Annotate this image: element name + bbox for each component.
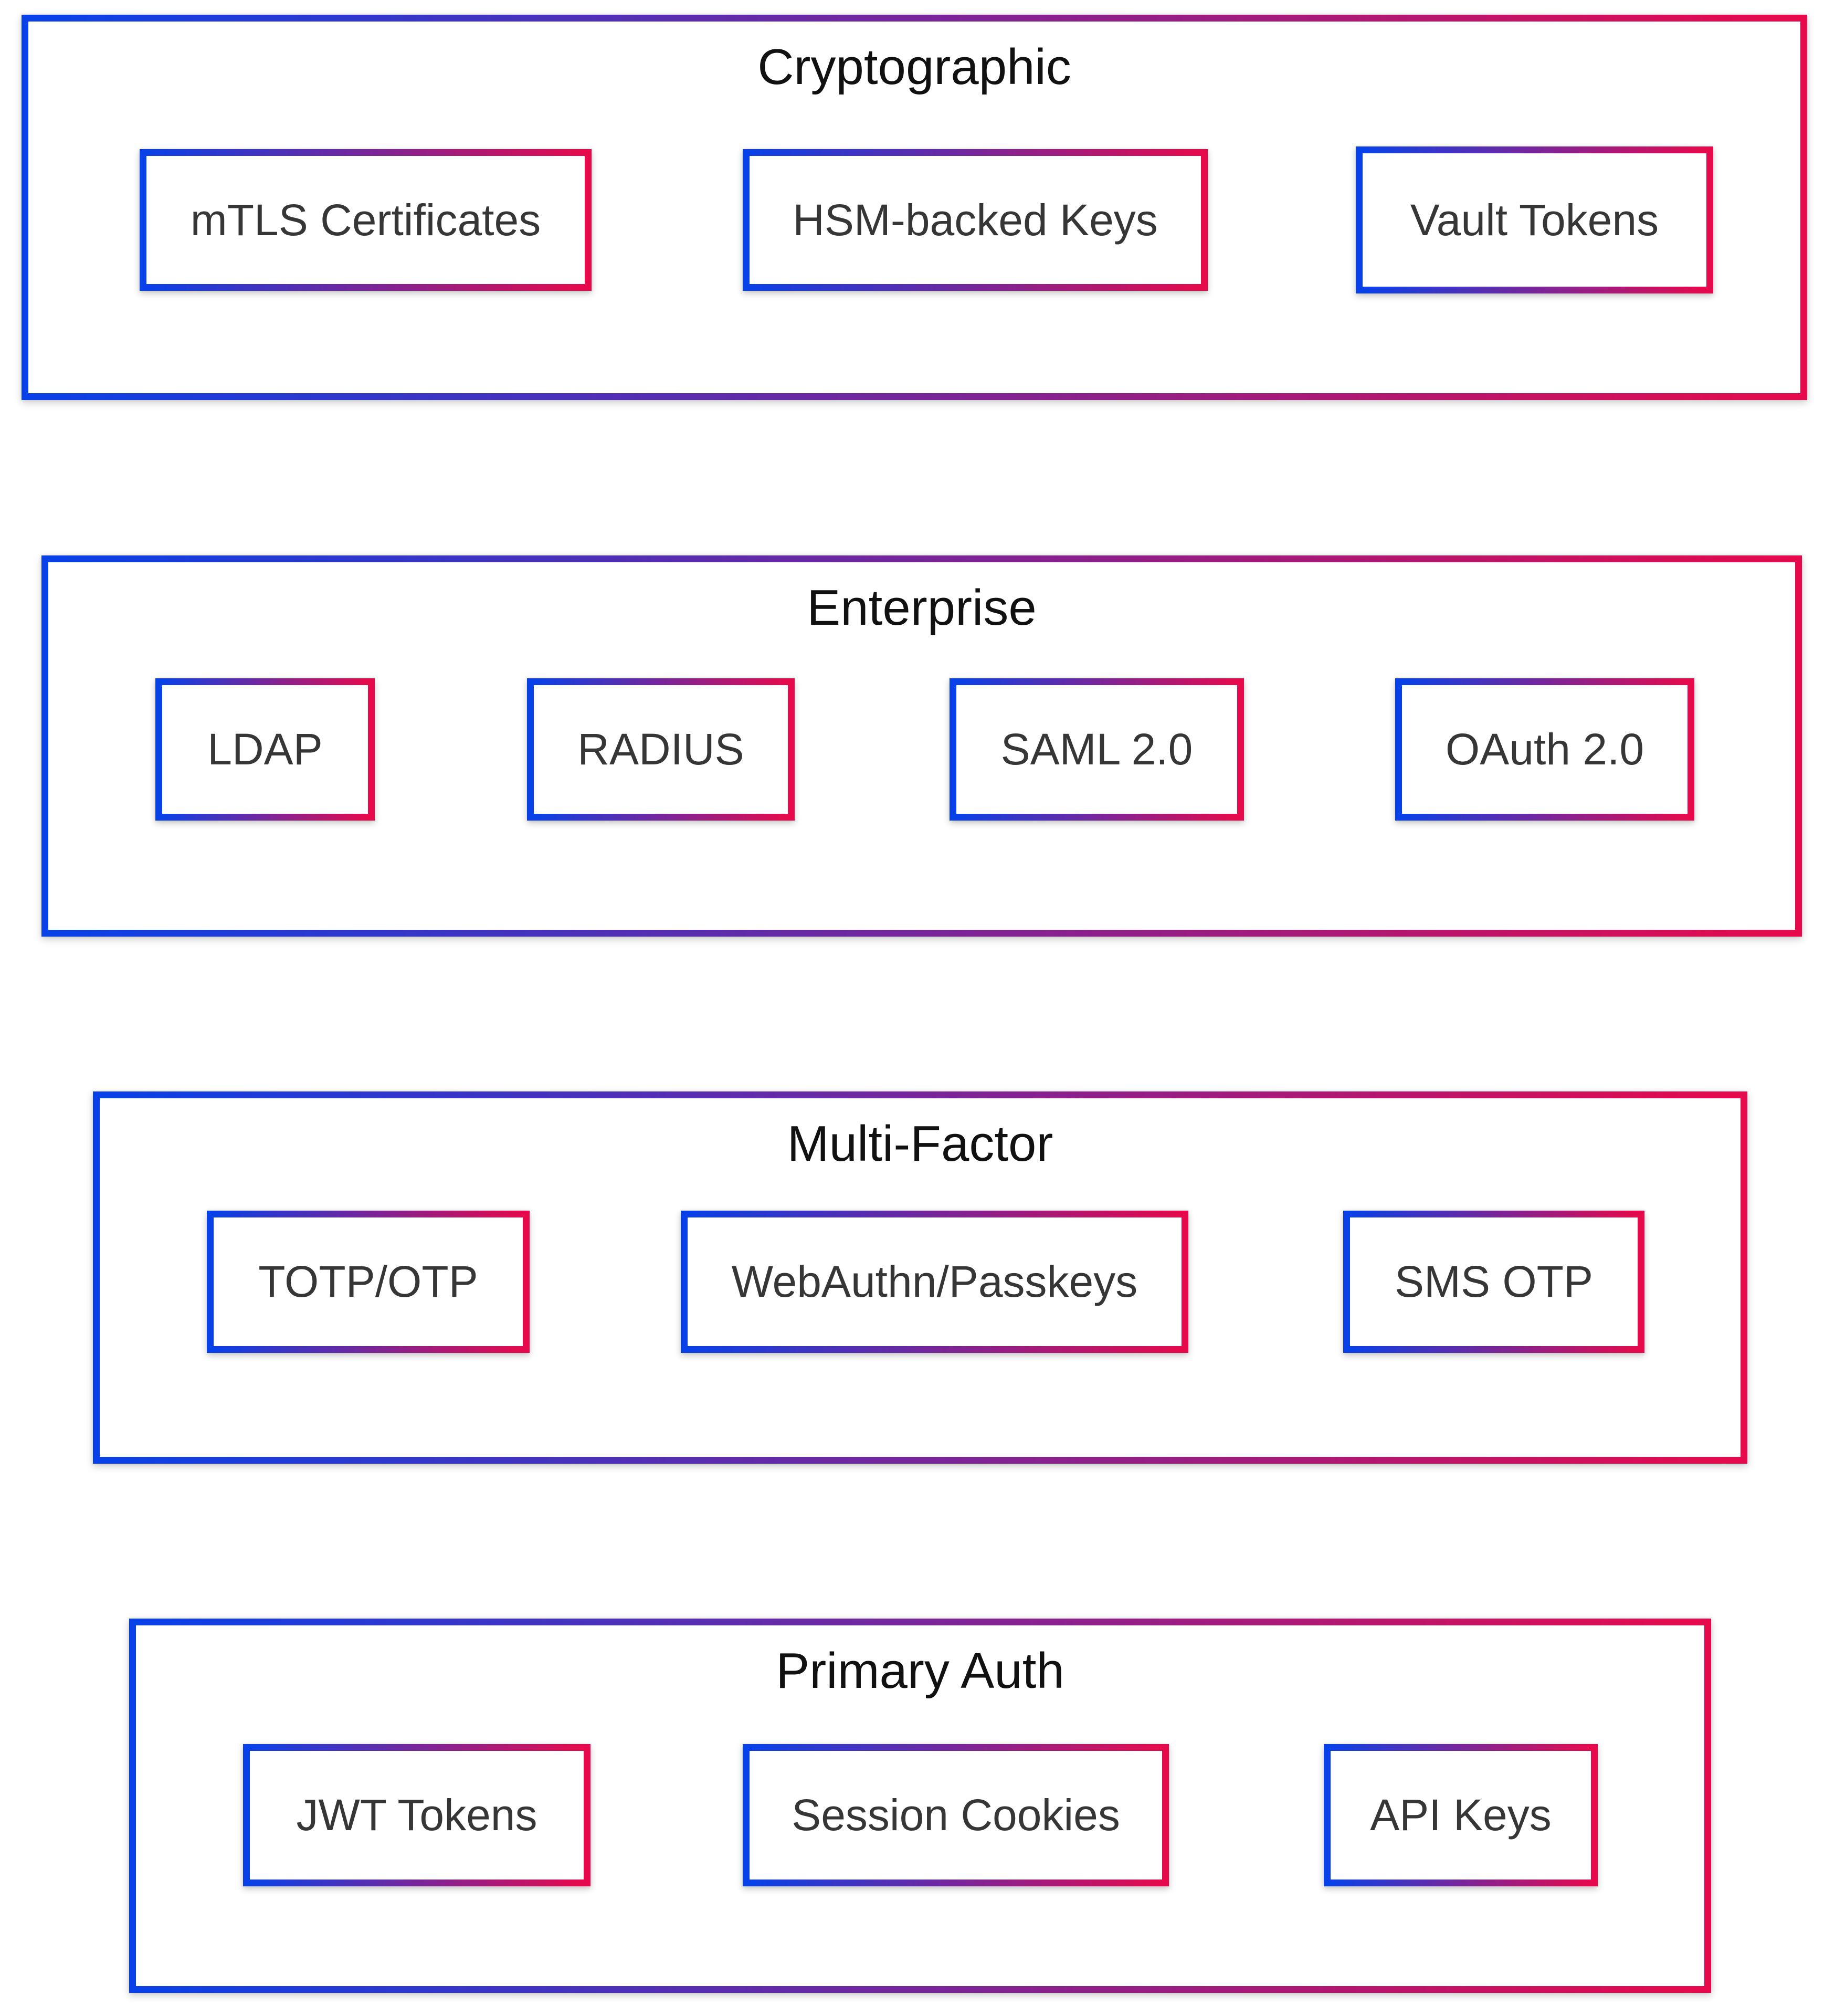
- node-webauthn-passkeys-label: WebAuthn/Passkeys: [731, 1257, 1138, 1307]
- node-sms-otp: SMS OTP: [1343, 1211, 1644, 1353]
- node-hsm-backed-keys: HSM-backed Keys: [743, 149, 1208, 291]
- layer-primary-auth: Primary Auth JWT Tokens Session Cookies …: [129, 1619, 1711, 1993]
- node-api-keys-label: API Keys: [1370, 1790, 1552, 1840]
- node-session-cookies-label: Session Cookies: [792, 1790, 1120, 1840]
- layer-multi-factor-title: Multi-Factor: [787, 1116, 1053, 1172]
- node-session-cookies: Session Cookies: [743, 1744, 1169, 1886]
- node-hsm-backed-keys-label: HSM-backed Keys: [793, 195, 1158, 245]
- layer-enterprise-title: Enterprise: [807, 580, 1037, 636]
- node-sms-otp-label: SMS OTP: [1394, 1257, 1594, 1307]
- node-radius-label: RADIUS: [577, 724, 744, 774]
- layer-cryptographic: Cryptographic mTLS Certificates HSM-back…: [22, 15, 1807, 400]
- node-totp-otp-label: TOTP/OTP: [258, 1257, 478, 1307]
- node-saml-2-0-label: SAML 2.0: [1000, 724, 1193, 774]
- layer-multi-factor: Multi-Factor TOTP/OTP WebAuthn/Passkeys …: [93, 1091, 1747, 1464]
- node-mtls-certificates-label: mTLS Certificates: [190, 195, 541, 245]
- node-ldap-label: LDAP: [207, 724, 323, 774]
- layer-cryptographic-title: Cryptographic: [757, 39, 1071, 95]
- node-vault-tokens: Vault Tokens: [1356, 146, 1713, 293]
- node-oauth-2-0: OAuth 2.0: [1395, 678, 1694, 821]
- node-totp-otp: TOTP/OTP: [207, 1211, 530, 1353]
- node-api-keys: API Keys: [1324, 1744, 1598, 1886]
- node-jwt-tokens: JWT Tokens: [243, 1744, 590, 1886]
- node-mtls-certificates: mTLS Certificates: [140, 149, 592, 291]
- node-radius: RADIUS: [527, 678, 795, 821]
- node-oauth-2-0-label: OAuth 2.0: [1445, 724, 1644, 774]
- node-saml-2-0: SAML 2.0: [950, 678, 1244, 821]
- layer-primary-auth-title: Primary Auth: [776, 1643, 1064, 1699]
- layer-enterprise: Enterprise LDAP RADIUS SAML 2.0 OAuth 2.…: [41, 555, 1802, 937]
- node-ldap: LDAP: [155, 678, 375, 821]
- node-webauthn-passkeys: WebAuthn/Passkeys: [681, 1211, 1188, 1353]
- node-jwt-tokens-label: JWT Tokens: [296, 1790, 537, 1840]
- node-vault-tokens-label: Vault Tokens: [1410, 195, 1659, 245]
